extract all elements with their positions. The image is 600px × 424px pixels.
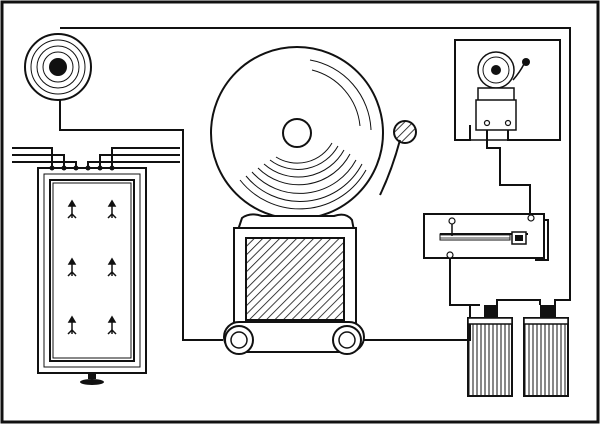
- annunciator-board: [37, 165, 147, 385]
- indicator-drop-icon: [107, 257, 117, 277]
- battery-icon: [467, 305, 513, 397]
- bell-striker-arm: [379, 139, 401, 196]
- indicator-drop-icon: [107, 199, 117, 219]
- bell-icon: [477, 51, 515, 89]
- push-button-icon: [24, 33, 92, 101]
- rheostat-switch: [423, 213, 545, 259]
- alarm-bell: [210, 46, 417, 355]
- small-bell: [454, 39, 561, 141]
- indicator-drop-icon: [67, 315, 77, 335]
- battery-icon: [523, 305, 569, 397]
- battery-cell-1: [467, 305, 513, 397]
- switch-icon: [439, 224, 528, 245]
- bell-hammer: [393, 120, 417, 144]
- indicator-drop-icon: [67, 199, 77, 219]
- battery-cell-2: [523, 305, 569, 397]
- indicator-drops: [67, 199, 117, 335]
- bell-icon: [210, 46, 384, 220]
- indicator-drop-icon: [107, 315, 117, 335]
- indicator-drop-icon: [67, 257, 77, 277]
